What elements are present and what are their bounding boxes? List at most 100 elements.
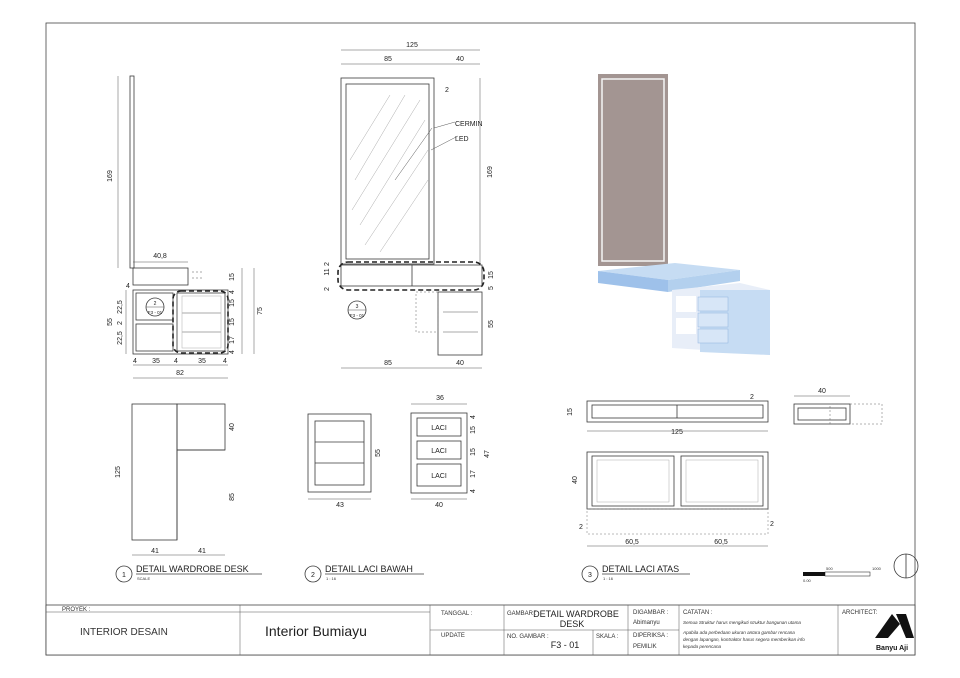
dim-85-bot: 85: [384, 360, 392, 367]
leader-led: [430, 135, 459, 151]
dim-125-plan: 125: [115, 466, 122, 478]
dim-47: 47: [484, 450, 491, 458]
detail-1-num: 1: [122, 572, 126, 579]
dim-22-5-a: 22,5: [117, 300, 124, 314]
3d-render-view: [598, 74, 770, 355]
dim-55-m: 55: [488, 320, 495, 328]
dim-15-r1: 15: [229, 273, 236, 281]
dim-40-8: 40,8: [153, 253, 167, 260]
tb-architect-label: ARCHITECT:: [842, 610, 878, 616]
north-arrow-icon: [893, 553, 919, 579]
laci-front-3: [416, 463, 462, 487]
drawer-stack-side: [176, 292, 226, 352]
dim-4-a: 4: [126, 283, 130, 290]
tb-architect-name: Banyu Aji: [876, 645, 908, 652]
dim-15-r2: 15: [229, 299, 236, 307]
dim-40-laci: 40: [435, 502, 443, 509]
tb-proyek-value: INTERIOR DESAIN: [80, 627, 168, 638]
tb-pemilik-value: PEMILIK: [633, 644, 657, 650]
dim-55-laci: 55: [375, 449, 382, 457]
detail-3-num: 3: [588, 572, 592, 579]
dim-2-m1: 2: [324, 262, 331, 266]
dim-75: 75: [257, 307, 264, 315]
desk-top-front: [340, 264, 483, 287]
dim-17-l: 17: [470, 470, 477, 478]
tb-digambar-label: DIGAMBAR :: [633, 610, 669, 616]
detail-title-2: 2 DETAIL LACI BAWAH 1 : 16: [304, 564, 424, 583]
dim-125-atas: 125: [671, 429, 683, 436]
dim-55-left: 55: [107, 318, 114, 326]
render-led-strip: [601, 78, 665, 262]
dim-4-l1: 4: [470, 415, 477, 419]
dim-35-b: 35: [198, 358, 206, 365]
laci-atas-plan-right: [680, 455, 764, 507]
scale-mid: 500: [826, 566, 833, 571]
laci-atas-pullout: [586, 508, 769, 535]
dim-40-plan: 40: [229, 423, 236, 431]
scale-bar-light: [824, 571, 871, 577]
detail-laci-atas: 15 2 125 40 40 2 2 60,5 60,5: [567, 388, 883, 547]
render-mirror: [598, 74, 668, 266]
laci-atas-side-open: [829, 403, 883, 425]
laci-bawah-side-inner: [314, 420, 365, 486]
scale-bar: 500 1000 0.00: [803, 566, 882, 583]
top-drawer-side: [132, 267, 189, 286]
tb-catatan-2c: kepada perencana: [683, 644, 722, 649]
tb-catatan-2a: Apabila ada perbedaan ukuran antara gamb…: [682, 630, 795, 635]
tb-update-label: UPDATE: [441, 633, 465, 639]
dim-169-left: 169: [107, 170, 114, 182]
tb-gambar-label: GAMBAR :: [507, 611, 537, 617]
dim-5-m: 5: [488, 286, 495, 290]
dim-2-a: 2: [117, 321, 124, 325]
title-block: PROYEK : INTERIOR DESAIN Interior Bumiay…: [45, 604, 916, 656]
tb-gambar-value-2: DESK: [560, 619, 585, 629]
dim-4-r2: 4: [229, 350, 236, 354]
cabinet-compartment-top: [135, 292, 174, 321]
render-drawer-2: [697, 312, 729, 328]
laci-atas-front: [586, 400, 769, 423]
dim-43: 43: [336, 502, 344, 509]
led-arrow: [394, 127, 433, 181]
laci-label-3: LACI: [431, 473, 447, 480]
detail-3-circle: [581, 565, 599, 583]
laci-front-2: [416, 440, 462, 460]
render-desk-top: [598, 263, 740, 280]
leader-cermin: [433, 121, 456, 129]
dim-85-top: 85: [384, 56, 392, 63]
laci-bawah-side: [307, 413, 372, 493]
dim-85-plan: 85: [229, 493, 236, 501]
tb-diperiksa-label: DIPERIKSA :: [633, 633, 668, 639]
render-shelf-1: [676, 296, 696, 312]
dim-40-side: 40: [818, 388, 826, 395]
tb-catatan-2b: dengan lapangan, kontraktor harus segera…: [683, 637, 805, 642]
detail-2-scale: 1 : 16: [326, 576, 337, 581]
callout-2-num: 2: [154, 301, 157, 307]
detail-laci-bawah: 55 43 LACI LACI LACI 36 4 15 15 47 17 4 …: [307, 395, 491, 509]
dim-15-atas: 15: [567, 408, 574, 416]
detail-3-scale: 1 : 16: [603, 576, 614, 581]
scale-end: 1000: [872, 566, 882, 571]
tb-catatan-1: Semua Struktur harus mengikuti struktur …: [683, 620, 801, 625]
tb-no-gambar-label: NO. GAMBAR :: [507, 634, 549, 640]
side-section-view: 169 40,8 4 2 F3 - 01 15 4 15 15 17 4 75 …: [107, 75, 264, 379]
tb-digambar-value: Abimanyu: [633, 620, 660, 626]
tb-project-name: Interior Bumiayu: [265, 623, 367, 639]
mirror-hatch: [349, 94, 429, 253]
dim-2-top-atas: 2: [750, 394, 754, 401]
tb-proyek-label: PROYEK :: [62, 607, 91, 613]
dim-82: 82: [176, 370, 184, 377]
tb-skala-label: SKALA :: [596, 634, 619, 640]
laci-atas-plan: [586, 451, 769, 510]
dim-4-r1: 4: [229, 290, 236, 294]
label-cermin: CERMIN: [455, 121, 483, 128]
render-drawer-1: [697, 296, 729, 312]
laci-label-2: LACI: [431, 448, 447, 455]
dim-169-mid: 169: [487, 166, 494, 178]
tb-gambar-value-1: DETAIL WARDROBE: [533, 609, 619, 619]
dim-41-b: 41: [198, 548, 206, 555]
dim-125-top: 125: [406, 42, 418, 49]
detail-2-highlight: [172, 290, 229, 354]
laci-atas-side: [793, 403, 851, 425]
render-desk-front: [598, 271, 668, 292]
dim-15-l1: 15: [470, 426, 477, 434]
